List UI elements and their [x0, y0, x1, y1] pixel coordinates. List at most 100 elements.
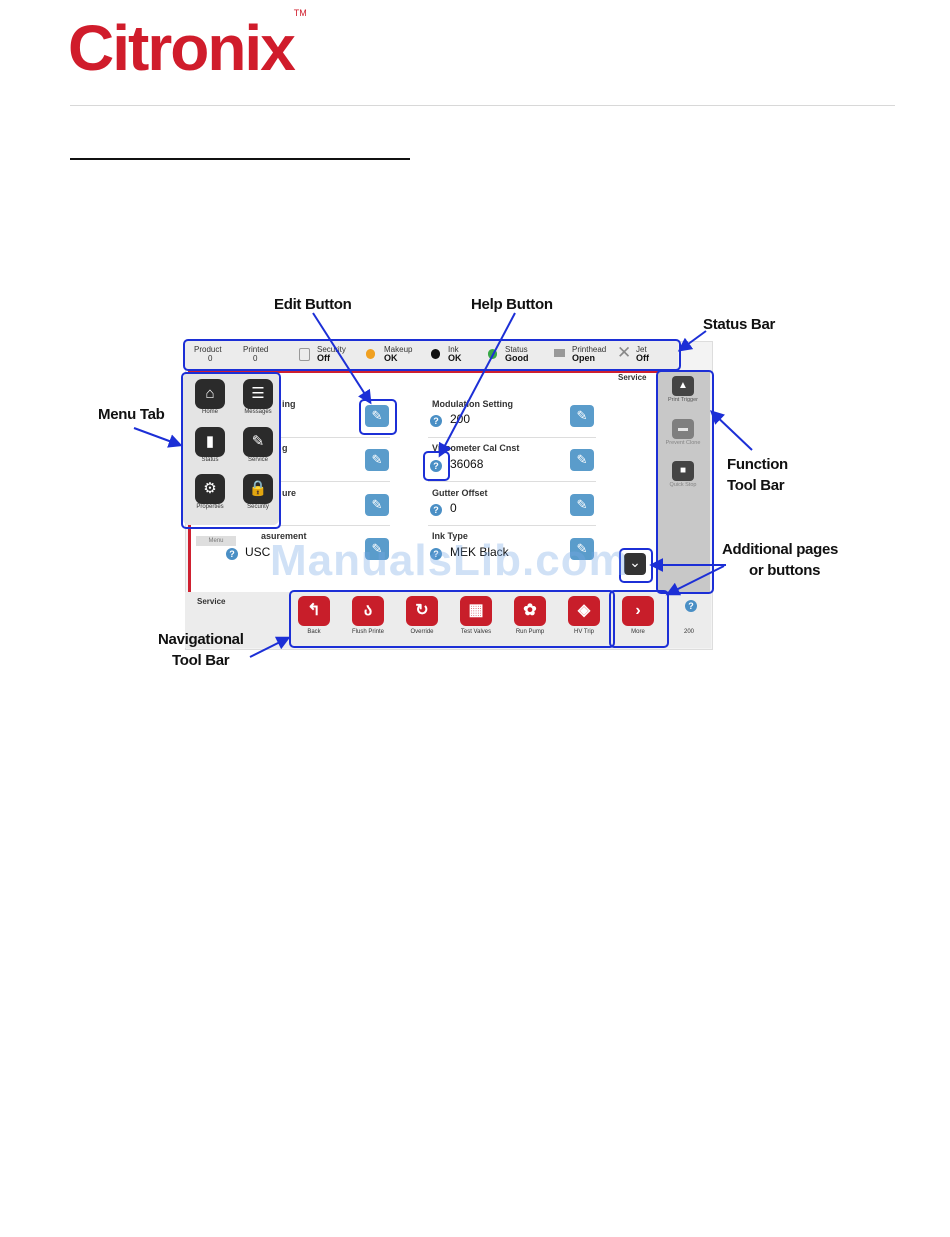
wrench-icon[interactable]: ✎: [243, 427, 273, 457]
edit-button-3[interactable]: ✎: [365, 494, 389, 516]
security-value: Off: [317, 353, 330, 363]
section-title-rule: [70, 158, 410, 160]
nav-help-value: 200: [684, 629, 695, 635]
jet-off-icon: ✕: [617, 343, 632, 362]
quick-stop-icon[interactable]: ■: [672, 461, 694, 481]
print-trigger-icon[interactable]: ▲: [672, 376, 694, 396]
row-divider: [428, 481, 596, 482]
edit-button-1[interactable]: ✎: [365, 405, 389, 427]
ink-drop-icon: [431, 349, 440, 359]
edit-button-gutter[interactable]: ✎: [570, 494, 594, 516]
pencil-icon: ✎: [371, 497, 383, 512]
arrow-edit: [312, 312, 372, 405]
edit-button-viscometer[interactable]: ✎: [570, 449, 594, 471]
hv-trip-icon[interactable]: ◈: [568, 596, 600, 626]
status-chart-icon[interactable]: ▮: [195, 427, 225, 457]
setting-value-measurement: USC: [245, 545, 271, 559]
printed-value: 0: [253, 354, 258, 363]
nav-toolbar-highlight: [289, 590, 615, 648]
pencil-icon: ✎: [371, 541, 383, 556]
back-icon[interactable]: ↰: [298, 596, 330, 626]
makeup-value: OK: [384, 353, 398, 363]
setting-label-1: ing: [282, 399, 296, 409]
nav-label-override: Override: [410, 629, 434, 635]
test-valves-icon[interactable]: ▦: [460, 596, 492, 626]
help-button-highlight: [423, 451, 450, 481]
nav-label-back: Back: [307, 629, 321, 635]
home-icon[interactable]: ⌂: [195, 379, 225, 409]
nav-help-button[interactable]: ?: [685, 600, 697, 612]
service-page-label: Service: [197, 597, 226, 606]
help-button-ink-type[interactable]: ?: [430, 548, 442, 560]
setting-label-gutter: Gutter Offset: [432, 488, 488, 498]
printhead-label: Printhead: [572, 345, 607, 354]
nav-label-more: More: [631, 629, 645, 635]
nav-label-flush: Flush Printe: [351, 629, 384, 635]
menu-footer[interactable]: Menu: [196, 536, 236, 546]
row-divider: [280, 525, 390, 526]
nav-label-run-pump: Run Pump: [515, 629, 545, 635]
callout-nav-1: Navigational: [158, 631, 244, 648]
prevent-clone-icon[interactable]: ▬: [672, 419, 694, 439]
makeup-drop-icon: [366, 349, 375, 359]
callout-function-1: Function: [727, 456, 788, 473]
pencil-icon: ✎: [576, 541, 588, 556]
run-pump-icon[interactable]: ✿: [514, 596, 546, 626]
status-printed: Printed 0: [243, 345, 268, 363]
help-button-viscometer[interactable]: ?: [430, 460, 442, 472]
setting-label-modulation: Modulation Setting: [432, 399, 513, 409]
help-button-measurement[interactable]: ?: [226, 548, 238, 560]
printhead-icon: [554, 349, 565, 357]
jet-label: Jet: [636, 345, 647, 354]
arrow-help: [438, 312, 516, 458]
citronix-logo: CitronixTM: [68, 8, 328, 88]
messages-icon[interactable]: ☰: [243, 379, 273, 409]
nav-label-hv-trip: HV Trip: [573, 629, 594, 635]
padlock-icon[interactable]: 🔒: [243, 474, 273, 504]
status-status: Status Good: [505, 345, 529, 363]
edit-button-modulation[interactable]: ✎: [570, 405, 594, 427]
more-pages-button[interactable]: ⌄: [624, 553, 646, 575]
properties-icon[interactable]: ⚙: [195, 474, 225, 504]
function-toolbar-highlight: [656, 370, 714, 594]
callout-menu-tab: Menu Tab: [98, 406, 165, 423]
callout-edit-button: Edit Button: [274, 296, 352, 313]
setting-label-3: ure: [282, 488, 297, 498]
flush-printer-icon[interactable]: ა: [352, 596, 384, 626]
edit-button-4[interactable]: ✎: [365, 538, 389, 560]
setting-value-viscometer: 36068: [450, 457, 484, 471]
pencil-icon: ✎: [371, 452, 383, 467]
row-divider: [428, 525, 596, 526]
arrow-status: [677, 330, 707, 352]
override-icon[interactable]: ↻: [406, 596, 438, 626]
pencil-icon: ✎: [576, 408, 588, 423]
menu-label-properties: Properties: [196, 504, 224, 510]
fn-label-prevent-clone: Prevent Clone: [665, 440, 701, 446]
edit-button-ink-type[interactable]: ✎: [570, 538, 594, 560]
row-divider: [280, 437, 390, 438]
arrow-additional-b: [665, 565, 725, 596]
fn-label-print-trigger: Print Trigger: [668, 397, 698, 403]
pencil-icon: ✎: [576, 452, 588, 467]
printhead-value: Open: [572, 353, 596, 363]
ink-value: OK: [448, 353, 462, 363]
status-bar-highlight: [183, 339, 681, 371]
menu-label-service: Service: [247, 457, 268, 463]
edit-button-2[interactable]: ✎: [365, 449, 389, 471]
status-printhead: Printhead Open: [572, 345, 606, 363]
arrow-function: [709, 410, 753, 451]
setting-label-4: asurement: [261, 531, 307, 541]
callout-status-bar: Status Bar: [703, 316, 776, 333]
callout-nav-2: Tool Bar: [172, 652, 230, 669]
callout-additional-2: or buttons: [749, 562, 821, 579]
setting-label-viscometer: Viscometer Cal Cnst: [432, 443, 520, 453]
product-label: Product: [194, 345, 222, 354]
trademark: TM: [293, 8, 307, 18]
help-button-gutter[interactable]: ?: [430, 504, 442, 516]
callout-help-button: Help Button: [471, 296, 553, 313]
help-button-modulation[interactable]: ?: [430, 415, 442, 427]
fn-label-quick-stop: Quick Stop: [669, 482, 697, 488]
menu-tab-highlight: [181, 372, 281, 529]
more-icon[interactable]: ›: [622, 596, 654, 626]
header-divider: [70, 105, 895, 106]
